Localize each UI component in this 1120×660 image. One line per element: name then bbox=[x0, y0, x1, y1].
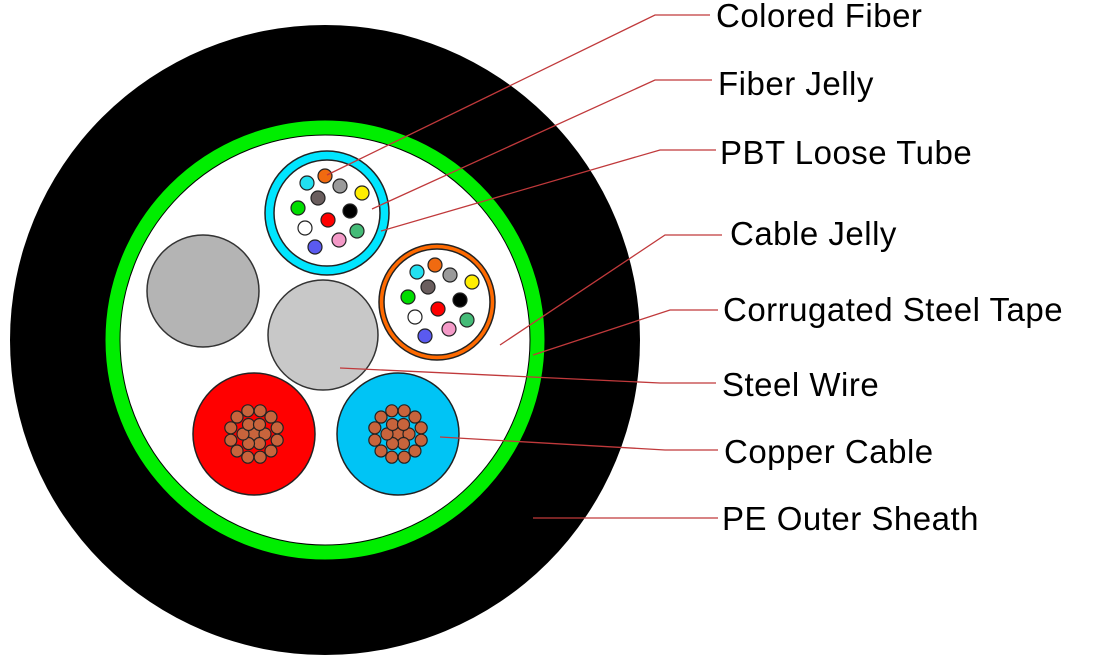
colored-fiber bbox=[320, 212, 336, 228]
colored-fiber bbox=[452, 292, 468, 308]
copper-strand bbox=[241, 417, 256, 432]
colored-fiber bbox=[331, 232, 347, 248]
copper-strand bbox=[252, 417, 267, 432]
label-cable-jelly: Cable Jelly bbox=[730, 215, 897, 252]
copper-strand bbox=[241, 450, 255, 464]
copper-cable-2 bbox=[336, 372, 460, 496]
copper-strand bbox=[264, 410, 278, 424]
leader-line-cable-jelly bbox=[499, 234, 722, 346]
colored-fiber bbox=[310, 190, 326, 206]
copper-strand bbox=[385, 417, 400, 432]
leader-line-copper-cable bbox=[439, 436, 718, 451]
label-copper-cable: Copper Cable bbox=[724, 433, 934, 470]
copper-strand bbox=[270, 433, 284, 447]
copper-strand bbox=[253, 450, 267, 464]
steel-wire bbox=[267, 279, 379, 391]
copper-strand bbox=[224, 433, 238, 447]
pbt-loose-tube-2 bbox=[378, 243, 496, 361]
copper-strand bbox=[397, 404, 411, 418]
leader-line-pbt-loose-tube bbox=[380, 149, 716, 232]
label-colored-fiber: Colored Fiber bbox=[716, 0, 922, 34]
colored-fiber bbox=[420, 279, 436, 295]
copper-strand bbox=[368, 433, 382, 447]
colored-fiber bbox=[349, 223, 365, 239]
colored-fiber bbox=[427, 257, 443, 273]
pbt-loose-tube-1 bbox=[264, 150, 390, 276]
copper-strand bbox=[414, 433, 428, 447]
label-pe-outer-sheath: PE Outer Sheath bbox=[722, 500, 979, 537]
colored-fiber bbox=[332, 178, 348, 194]
colored-fiber bbox=[299, 175, 315, 191]
colored-fiber bbox=[442, 267, 458, 283]
colored-fiber bbox=[307, 239, 323, 255]
colored-fiber bbox=[342, 203, 358, 219]
copper-strand bbox=[224, 421, 238, 435]
copper-strand bbox=[374, 410, 388, 424]
copper-strand bbox=[385, 450, 399, 464]
leader-line-fiber-jelly bbox=[371, 79, 712, 210]
copper-strand bbox=[270, 421, 284, 435]
copper-strand bbox=[396, 436, 411, 451]
colored-fiber bbox=[354, 185, 370, 201]
colored-fiber bbox=[317, 168, 333, 184]
copper-strand bbox=[374, 444, 388, 458]
filler-rod bbox=[146, 234, 260, 348]
label-steel-wire: Steel Wire bbox=[722, 366, 879, 403]
colored-fiber bbox=[464, 274, 480, 290]
copper-strand bbox=[252, 436, 267, 451]
leader-line-colored-fiber bbox=[326, 14, 710, 176]
copper-strand bbox=[264, 444, 278, 458]
leader-lines bbox=[326, 14, 722, 519]
copper-strand bbox=[230, 444, 244, 458]
copper-cable-1 bbox=[192, 372, 316, 496]
label-pbt-loose-tube: PBT Loose Tube bbox=[720, 134, 972, 171]
copper-strand bbox=[396, 417, 411, 432]
colored-fiber bbox=[430, 301, 446, 317]
colored-fiber bbox=[290, 200, 306, 216]
copper-strand bbox=[241, 404, 255, 418]
copper-strand bbox=[368, 421, 382, 435]
copper-strand bbox=[230, 410, 244, 424]
copper-strand bbox=[408, 444, 422, 458]
colored-fiber bbox=[407, 309, 423, 325]
copper-strand bbox=[385, 404, 399, 418]
colored-fiber bbox=[417, 328, 433, 344]
colored-fiber bbox=[441, 321, 457, 337]
copper-strand bbox=[408, 410, 422, 424]
copper-strand bbox=[253, 404, 267, 418]
colored-fiber bbox=[459, 312, 475, 328]
copper-strand bbox=[414, 421, 428, 435]
copper-strand bbox=[397, 450, 411, 464]
leader-line-corrugated-steel-tape bbox=[532, 309, 718, 356]
label-fiber-jelly: Fiber Jelly bbox=[718, 65, 874, 102]
colored-fiber bbox=[400, 289, 416, 305]
label-corrugated-steel-tape: Corrugated Steel Tape bbox=[723, 291, 1063, 328]
colored-fiber bbox=[409, 264, 425, 280]
leader-line-steel-wire bbox=[339, 367, 716, 384]
colored-fiber bbox=[297, 220, 313, 236]
